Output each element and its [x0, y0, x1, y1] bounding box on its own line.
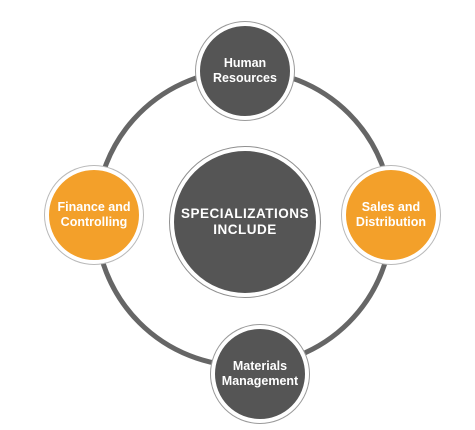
center-circle: SPECIALIZATIONS INCLUDE [170, 147, 320, 297]
node-sales-and-distribution: Sales and Distribution [342, 166, 440, 264]
node-human-resources: Human Resources [196, 22, 294, 120]
node-finance-and-controlling: Finance and Controlling [45, 166, 143, 264]
node-materials-management: Materials Management [211, 325, 309, 423]
